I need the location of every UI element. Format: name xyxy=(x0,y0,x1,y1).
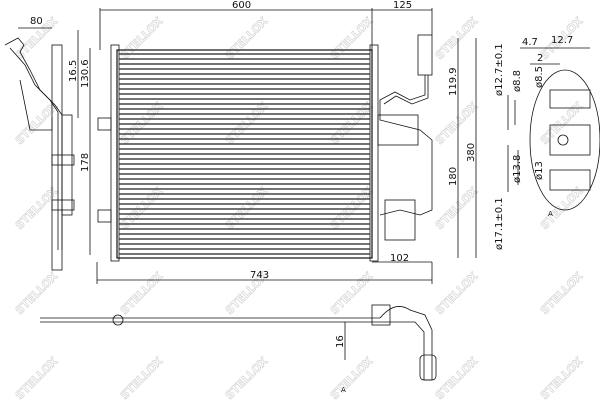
watermark-logo: STELLOX xyxy=(13,184,61,232)
watermark-logo: STELLOX xyxy=(13,354,61,400)
detail-view-label: A xyxy=(548,210,553,218)
watermark-logo: STELLOX xyxy=(433,99,481,147)
watermark-logo: STELLOX xyxy=(118,354,166,400)
dim-119-9: 119.9 xyxy=(448,67,459,96)
watermark-logo: STELLOX xyxy=(223,184,271,232)
watermark-logo: STELLOX xyxy=(433,14,481,62)
watermark-logo: STELLOX xyxy=(328,99,376,147)
watermark-logo: STELLOX xyxy=(223,99,271,147)
detail-dia-17-1: ø17.1±0.1 xyxy=(494,197,505,250)
dim-16-5: 16.5 xyxy=(68,60,79,82)
right-bracket-pipes xyxy=(377,34,433,241)
watermark-logo: STELLOX xyxy=(13,269,61,317)
watermark-logo: STELLOX xyxy=(118,99,166,147)
watermark-logo: STELLOX xyxy=(118,269,166,317)
watermark-logo: STELLOX xyxy=(118,14,166,62)
watermark-logo: STELLOX xyxy=(538,184,586,232)
dim-600: 600 xyxy=(232,0,251,11)
detail-view-a xyxy=(507,47,600,211)
detail-2: 2 xyxy=(537,53,543,64)
detail-dia-8-5: ø8.5 xyxy=(534,66,545,88)
watermark-logo: STELLOX xyxy=(538,354,586,400)
watermark-logo: STELLOX xyxy=(433,269,481,317)
detail-dia-12-7: ø12.7±0.1 xyxy=(494,43,505,96)
watermark-logo: STELLOX xyxy=(538,269,586,317)
watermark-logo: STELLOX xyxy=(13,99,61,147)
watermark-logo: STELLOX xyxy=(118,184,166,232)
watermark-logo: STELLOX xyxy=(223,14,271,62)
watermark-logo: STELLOX xyxy=(328,354,376,400)
dim-130-6: 130.6 xyxy=(80,59,91,88)
bottom-pipe xyxy=(40,304,437,381)
dim-180: 180 xyxy=(448,167,459,186)
pipe-view-label: A xyxy=(341,386,346,394)
watermark-logo: STELLOX xyxy=(433,184,481,232)
watermark-logo: STELLOX xyxy=(328,269,376,317)
watermark-logo: STELLOX xyxy=(328,184,376,232)
detail-dia-13: ø13 xyxy=(534,161,545,180)
dim-16: 16 xyxy=(335,335,346,348)
watermark-logo: STELLOX xyxy=(538,99,586,147)
dim-102: 102 xyxy=(390,253,409,264)
detail-4-7: 4.7 xyxy=(522,37,538,48)
detail-dia-8-8: ø8.8 xyxy=(512,70,523,92)
dim-178: 178 xyxy=(80,153,91,172)
detail-12-7: 12.7 xyxy=(551,35,573,46)
dimension-lines xyxy=(18,8,477,360)
dim-80: 80 xyxy=(30,16,43,27)
dim-743: 743 xyxy=(250,270,269,281)
watermark-logo: STELLOX xyxy=(328,14,376,62)
detail-dia-13-8: ø13.8 xyxy=(512,155,523,183)
watermark-logo: STELLOX xyxy=(433,354,481,400)
dim-125: 125 xyxy=(393,0,412,11)
condenser-core xyxy=(97,44,379,262)
side-view xyxy=(4,37,75,271)
dim-380: 380 xyxy=(466,143,477,162)
watermark-logo: STELLOX xyxy=(223,354,271,400)
